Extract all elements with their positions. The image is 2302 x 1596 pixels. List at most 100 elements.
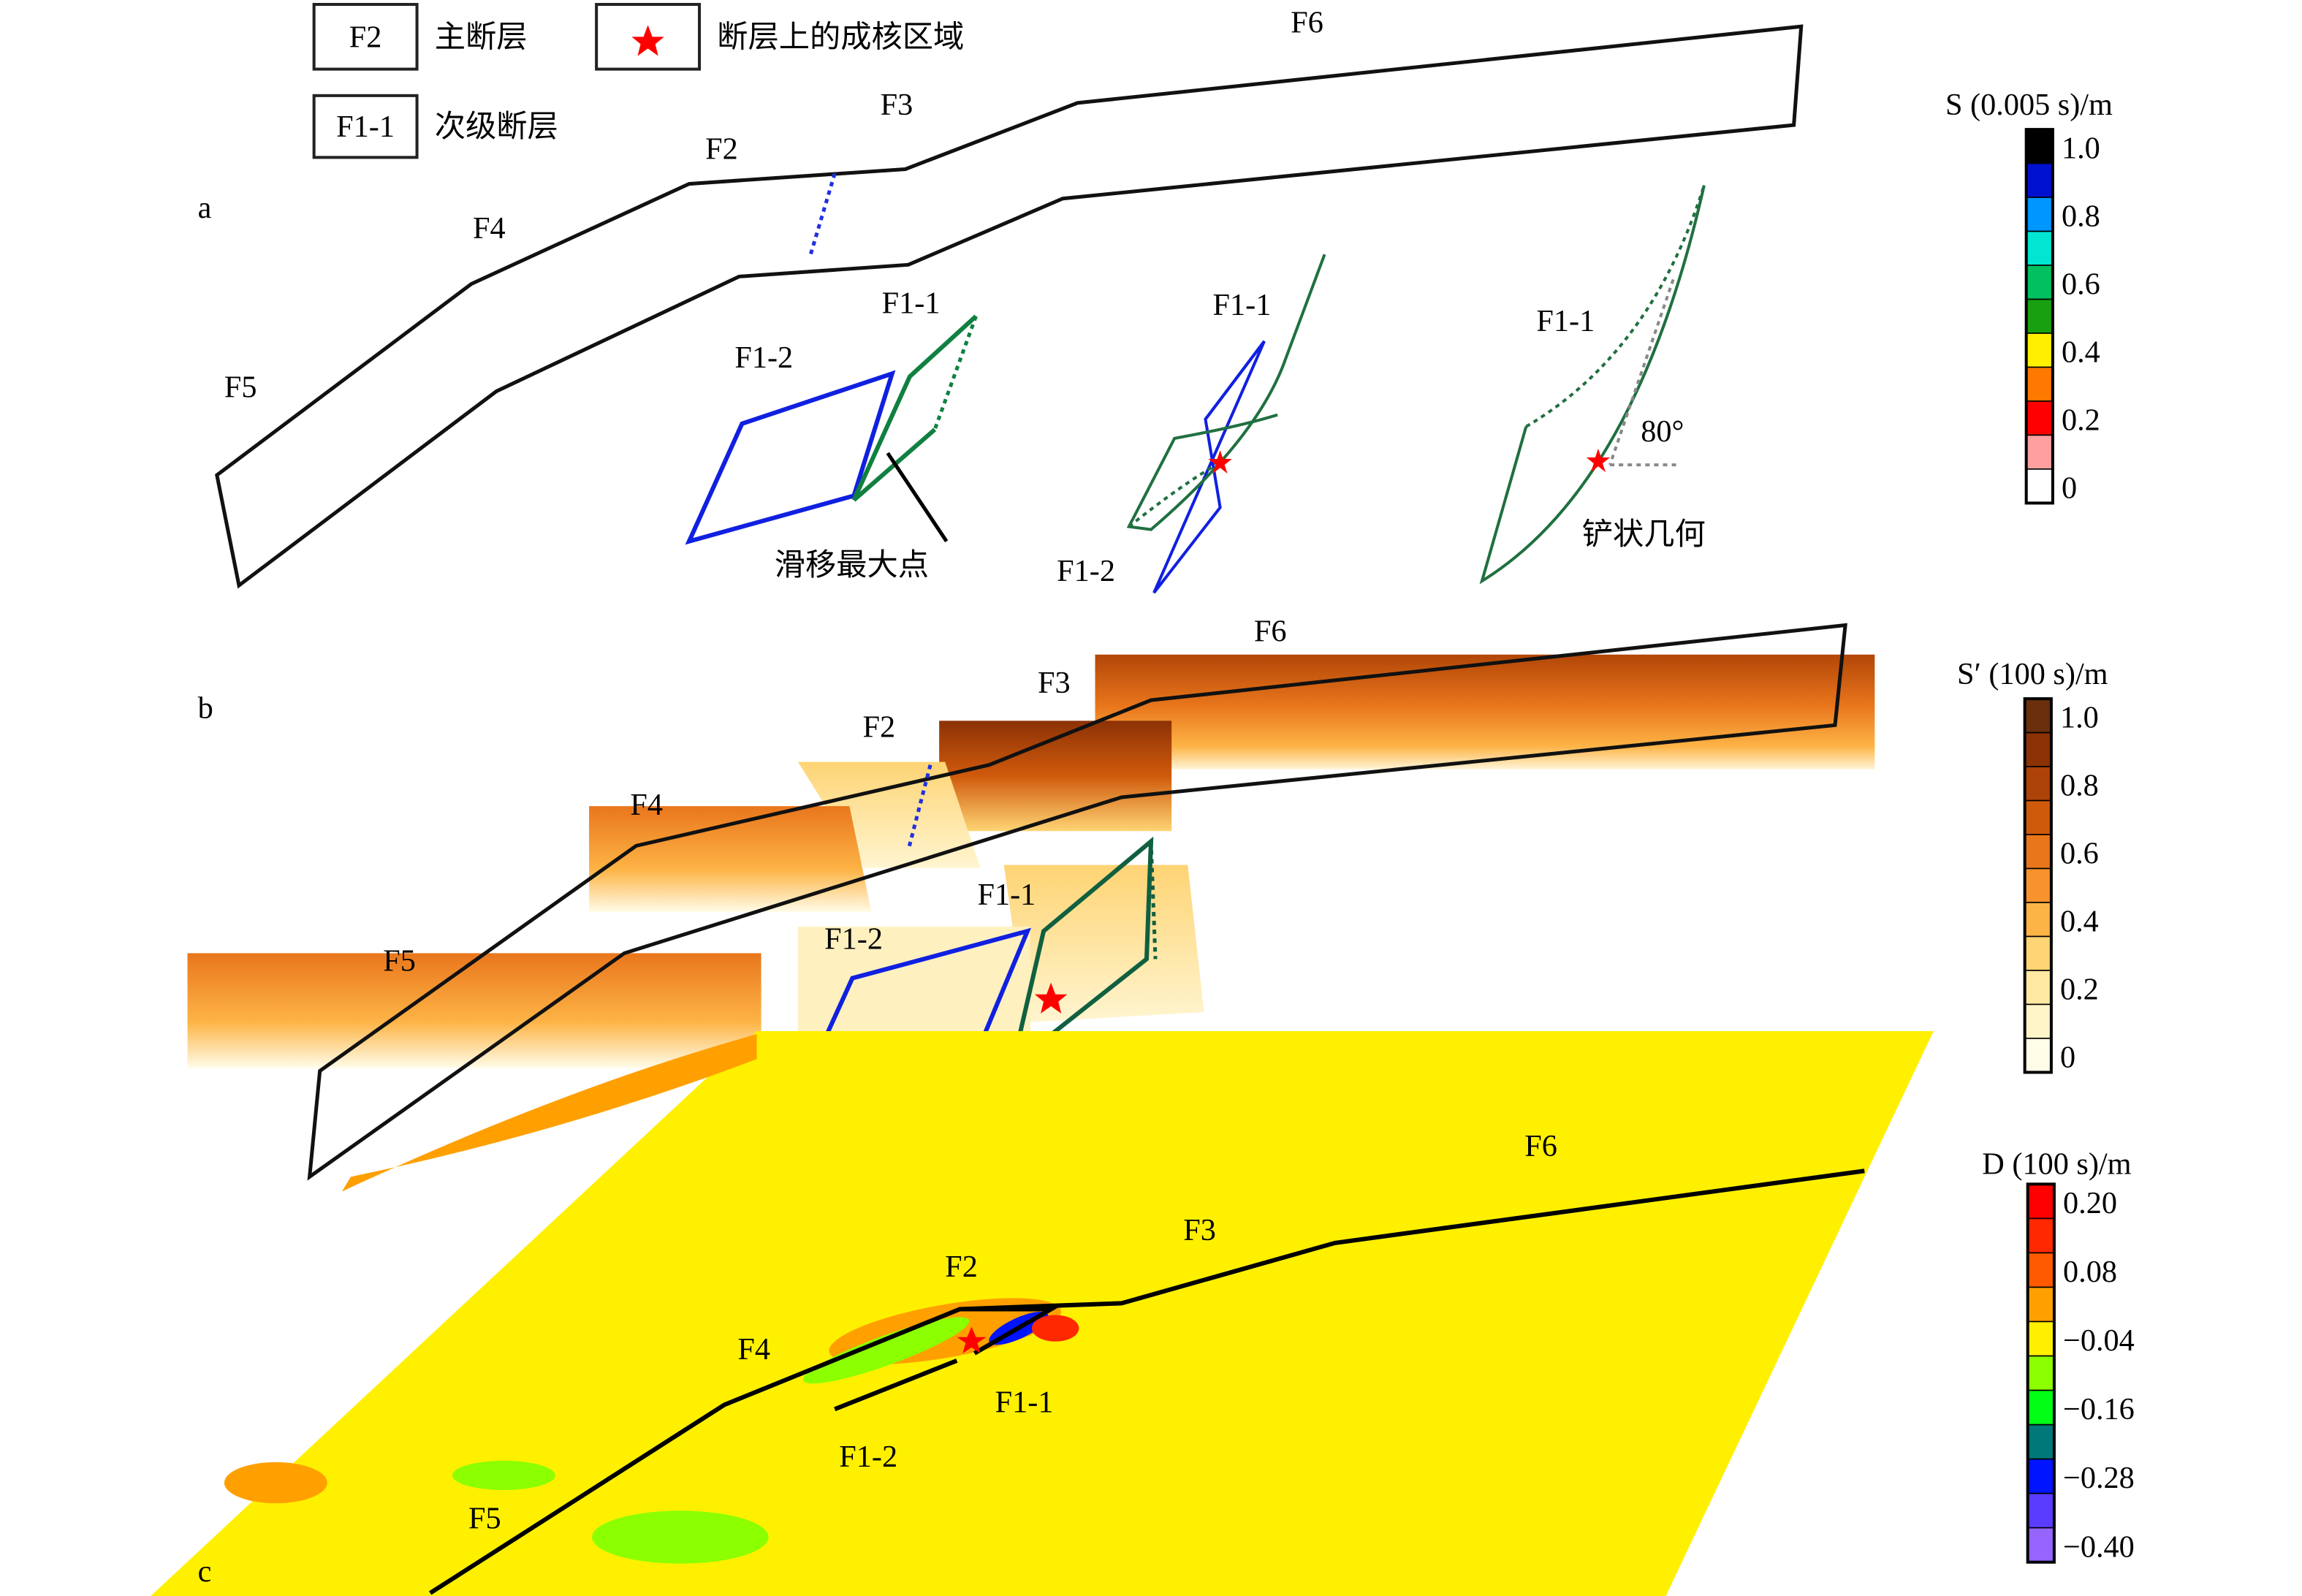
fault-label-f6: F6 (1524, 1129, 1557, 1163)
f2-dotted-trace (808, 172, 837, 258)
colorbar-tick-label: 1.0 (2060, 700, 2099, 734)
colorbar-title: S (0.005 s)/m (1945, 88, 2113, 122)
colorbar-swatch (2026, 1389, 2055, 1426)
colorbar-swatch (2026, 1527, 2055, 1563)
colorbar-swatch (2024, 732, 2052, 767)
colorbar-tick-label: 0 (2060, 1040, 2075, 1074)
fault-label-f2: F2 (945, 1250, 978, 1284)
colorbar-tick-label: −0.04 (2063, 1323, 2135, 1358)
colorbar-d: D (100 s)/m 0.20 0.08 −0.04 −0.16 −0.28 −0.40 (1982, 1147, 2135, 1564)
colorbar-swatch (2025, 230, 2054, 266)
colorbar-tick-label: 0 (2062, 471, 2077, 505)
colorbar-tick-label: −0.28 (2063, 1461, 2135, 1495)
colorbar-swatch (2026, 1355, 2055, 1391)
colorbar-tick-label: 0.2 (2060, 972, 2099, 1006)
colorbar-tick-label: 0.08 (2063, 1255, 2117, 1289)
fault-label-f2: F2 (862, 710, 895, 744)
fault-label-f12: F1-2 (824, 922, 883, 956)
colorbar-swatch (2026, 1492, 2055, 1529)
nucleation-star (957, 1326, 987, 1353)
legend-secondary-fault-label: 次级断层 (435, 110, 558, 144)
colorbar-tick-label: 0.4 (2060, 904, 2099, 938)
colorbar-swatch (2024, 766, 2052, 802)
colorbar-swatch (2024, 1003, 2052, 1039)
f2-slip-map (797, 761, 981, 868)
nucleation-star (1208, 449, 1232, 474)
colorbar-swatch (2025, 434, 2054, 470)
colorbar-swatch (2025, 468, 2054, 504)
fault-label-f4: F4 (630, 788, 663, 822)
colorbar-title: S′ (100 s)/m (1957, 657, 2108, 691)
colorbar-swatch (2025, 366, 2054, 402)
fault-label-f3: F3 (1183, 1213, 1216, 1247)
panel-c: c F6 F3 F2 F4 F5 F1-1 F1-2 (151, 1031, 1934, 1596)
legend-main-fault-box: F2 (349, 20, 382, 54)
colorbar-s-prime: S′ (100 s)/m 1.00.80.60.40.20 (1957, 657, 2108, 1074)
fault-label-f3: F3 (1038, 666, 1071, 700)
dip-angle-label: 80° (1641, 414, 1684, 449)
colorbar-tick-label: 0.20 (2063, 1186, 2117, 1220)
colorbar-frame (2024, 128, 2054, 505)
colorbar-swatch (2025, 197, 2054, 232)
fault-label-f2: F2 (705, 132, 738, 166)
panel-a-letter: a (198, 191, 212, 225)
colorbar-swatch (2024, 935, 2052, 971)
colorbar-swatch (2024, 698, 2052, 734)
colorbar-swatch (2025, 400, 2054, 436)
fault-label-f11: F1-1 (977, 878, 1036, 912)
colorbar-swatch (2025, 298, 2054, 334)
colorbar-swatch (2026, 1286, 2055, 1323)
fault-label-f4: F4 (737, 1332, 770, 1367)
colorbar-swatch (2024, 867, 2052, 903)
colorbar-tick-label: 0.6 (2062, 267, 2100, 301)
sub-label-f11: F1-1 (1213, 288, 1272, 322)
listric-label: 铲状几何 (1582, 517, 1706, 552)
fault-label-f4: F4 (473, 211, 506, 246)
panel-c-letter: c (198, 1554, 212, 1589)
colorbar-frame (2023, 697, 2053, 1074)
fault-label-f5: F5 (383, 944, 416, 978)
colorbar-swatch (2026, 1320, 2055, 1357)
panel-a: a F6 F3 F2 F4 F5 F1-1 F1-2 滑移最大点 F1-1 F1… (198, 5, 1804, 594)
legend-nucleation-label: 断层上的成核区域 (717, 20, 964, 54)
colorbar-swatch (2025, 162, 2054, 198)
colorbar-tick-label: 1.0 (2062, 131, 2100, 165)
legend-main-fault-label: 主断层 (435, 20, 528, 54)
colorbar-swatch (2026, 1183, 2055, 1220)
fault-label-f12: F1-2 (839, 1440, 897, 1474)
colorbar-swatch (2024, 902, 2052, 938)
fault-label-f6: F6 (1291, 5, 1323, 39)
sub-label-f12: F1-2 (734, 341, 793, 375)
f12-plane (685, 370, 896, 545)
fault-label-f3: F3 (881, 88, 913, 122)
fault-label-f5: F5 (224, 370, 257, 404)
nucleation-star (1586, 448, 1611, 473)
fault-trace (429, 1168, 1865, 1595)
colorbar-frame (2026, 1182, 2056, 1564)
colorbar-s: S (0.005 s)/m 1.00.80.60.40.20 (1945, 88, 2113, 505)
colorbar-swatch (2026, 1217, 2055, 1254)
colorbar-swatch (2025, 332, 2054, 368)
colorbar-swatch (2025, 265, 2054, 300)
colorbar-swatch (2026, 1252, 2055, 1288)
nucleation-star (1034, 982, 1068, 1014)
colorbar-swatch (2026, 1424, 2055, 1460)
colorbar-tick-label: −0.16 (2063, 1392, 2135, 1426)
f4-slip-map (589, 806, 872, 912)
max-slip-label: 滑移最大点 (775, 548, 929, 582)
panel-b-letter: b (198, 691, 213, 725)
fault-label-f11: F1-1 (995, 1385, 1054, 1419)
sub-label-f12: F1-2 (1057, 554, 1115, 588)
colorbar-swatch (2024, 799, 2052, 835)
sub-label-f11: F1-1 (882, 286, 941, 321)
colorbar-tick-label: 0.6 (2060, 836, 2099, 870)
colorbar-swatch (2024, 834, 2052, 870)
colorbar-title: D (100 s)/m (1982, 1147, 2131, 1181)
main-fault-outline (307, 623, 1847, 1181)
main-fault-outline (215, 24, 1804, 589)
sub-label-f11: F1-1 (1536, 304, 1595, 338)
fault-label-f6: F6 (1254, 615, 1287, 649)
colorbar-tick-label: −0.40 (2063, 1530, 2135, 1564)
f5-slip-map (187, 953, 761, 1068)
